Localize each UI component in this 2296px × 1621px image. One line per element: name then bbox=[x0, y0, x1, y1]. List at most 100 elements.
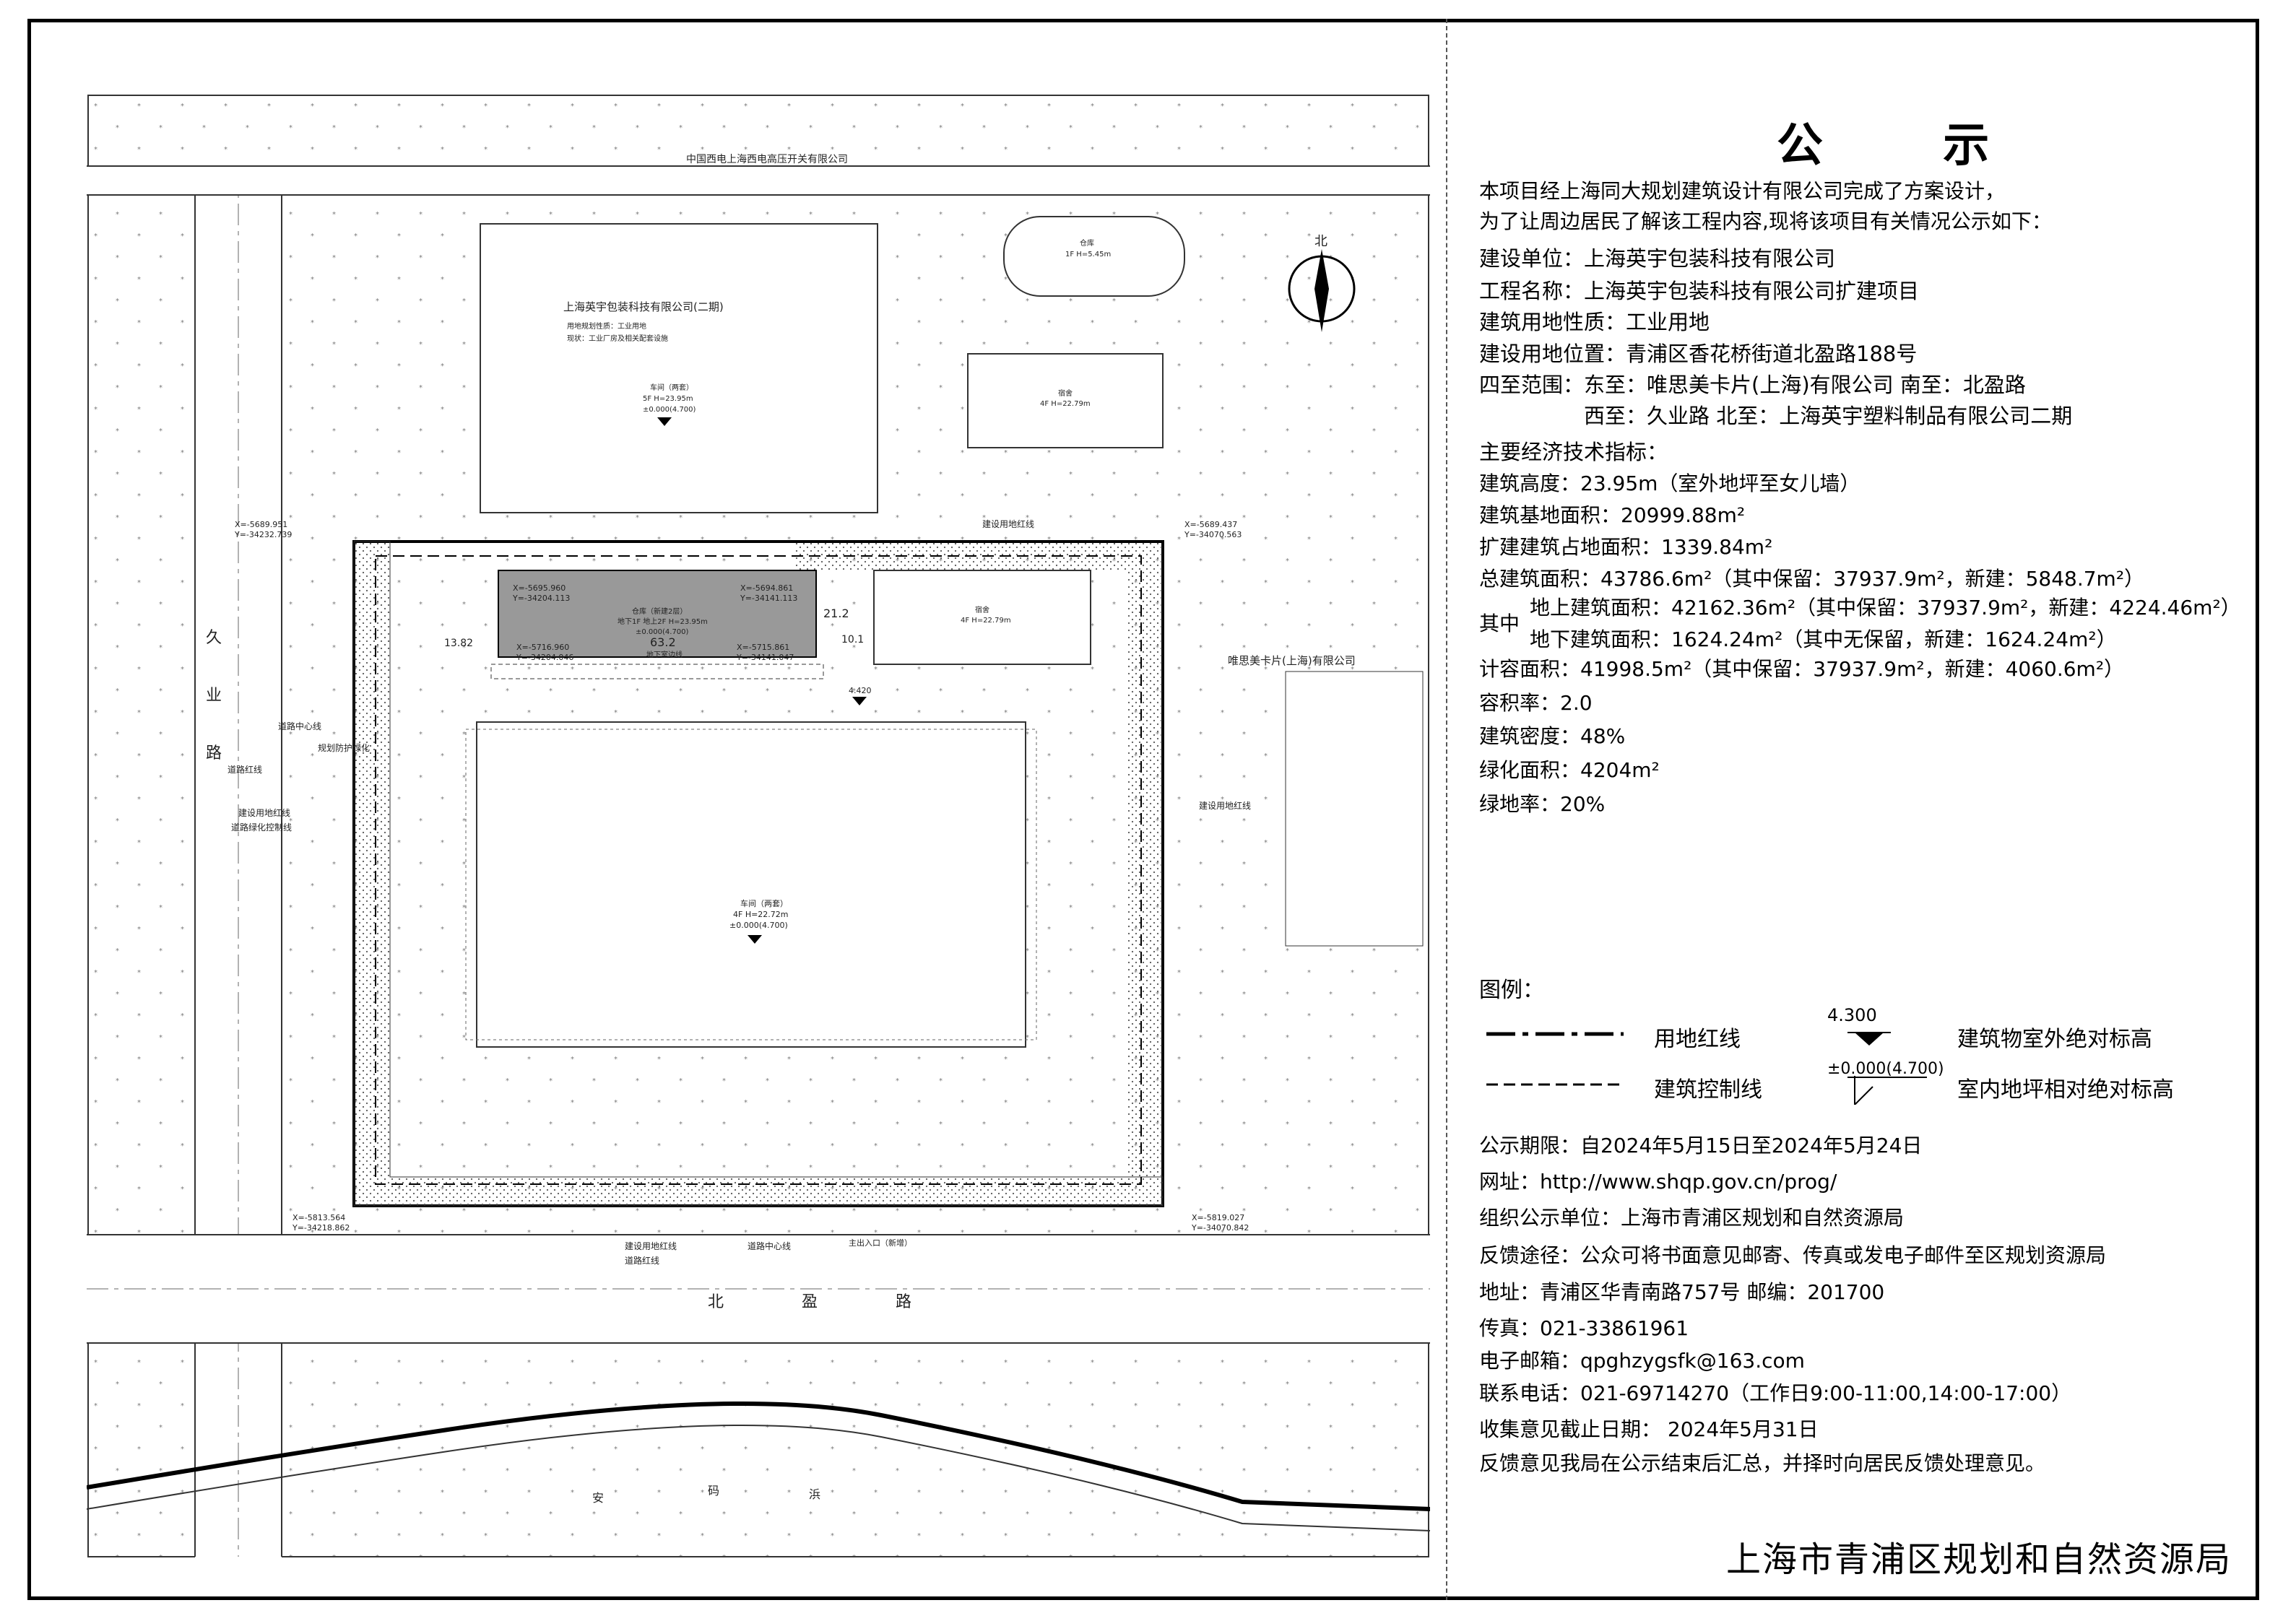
dorm-north bbox=[967, 353, 1164, 448]
land-use: 建筑用地性质：工业用地 bbox=[1479, 310, 1710, 334]
svg-text:车间（两套）: 车间（两套） bbox=[650, 383, 693, 392]
land-location: 建设用地位置：青浦区香花桥街道北盈路188号 bbox=[1479, 342, 1918, 366]
site-plan: * * 上海英宇包装科技有限公司(二期) 用地规划性质：工业用地 现状：工业厂房… bbox=[86, 94, 1431, 1560]
legend-elev-label: 建筑物室外绝对标高 bbox=[1957, 1027, 2152, 1052]
svg-text:Y=-34070.563: Y=-34070.563 bbox=[1184, 530, 1242, 539]
svg-text:现状：工业厂房及相关配套设施: 现状：工业厂房及相关配套设施 bbox=[567, 334, 668, 343]
svg-text:地下1F 地上2F H=23.95m: 地下1F 地上2F H=23.95m bbox=[618, 617, 708, 626]
sheet-divider bbox=[1446, 19, 1449, 1600]
warehouse-north bbox=[1003, 216, 1185, 297]
new-warehouse bbox=[498, 570, 817, 658]
svg-text:4F H=22.72m: 4F H=22.72m bbox=[733, 910, 789, 919]
sheet-border bbox=[27, 19, 2259, 1600]
building-density: 建筑密度：48% bbox=[1479, 724, 1626, 748]
bounds-line-1: 四至范围：东至：唯思美卡片(上海)有限公司 南至：北盈路 bbox=[1479, 373, 2026, 397]
fax: 传真：021-33861961 bbox=[1479, 1316, 1689, 1340]
svg-text:5F H=23.95m: 5F H=23.95m bbox=[643, 395, 693, 403]
website[interactable]: 网址：http://www.shqp.gov.cn/prog/ bbox=[1479, 1170, 1837, 1194]
svg-text:4F H=22.79m: 4F H=22.79m bbox=[961, 617, 1011, 625]
svg-text:用地规划性质：工业用地: 用地规划性质：工业用地 bbox=[567, 321, 646, 331]
svg-text:建设用地红线: 建设用地红线 bbox=[625, 1240, 677, 1251]
svg-text:宿舍: 宿舍 bbox=[975, 605, 989, 614]
indicators-title: 主要经济技术指标： bbox=[1479, 440, 1668, 464]
svg-text:Y=-34232.739: Y=-34232.739 bbox=[234, 530, 292, 539]
svg-text:北: 北 bbox=[708, 1293, 724, 1311]
notice-period: 公示期限：自2024年5月15日至2024年5月24日 bbox=[1479, 1134, 1923, 1157]
svg-text:浜: 浜 bbox=[809, 1487, 820, 1501]
svg-text:建设用地红线: 建设用地红线 bbox=[982, 518, 1034, 529]
feedback-method: 反馈途径：公众可将书面意见邮寄、传真或发电子邮件至区规划资源局 bbox=[1479, 1243, 2107, 1267]
svg-text:建设用地红线: 建设用地红线 bbox=[238, 807, 290, 818]
among-label: 其中 bbox=[1479, 612, 1520, 635]
svg-text:道路红线: 道路红线 bbox=[228, 764, 262, 775]
legend-indoor-value: ±0.000(4.700) bbox=[1827, 1060, 1944, 1078]
organizer: 组织公示单位：上海市青浦区规划和自然资源局 bbox=[1479, 1206, 1905, 1230]
svg-text:仓库: 仓库 bbox=[1080, 238, 1094, 248]
svg-text:±0.000(4.700): ±0.000(4.700) bbox=[643, 406, 696, 414]
svg-text:Y=-34141.047: Y=-34141.047 bbox=[736, 653, 794, 662]
site-plan-drawing: * * 上海英宇包装科技有限公司(二期) 用地规划性质：工业用地 现状：工业厂房… bbox=[86, 95, 1431, 1560]
svg-text:4F H=22.79m: 4F H=22.79m bbox=[1040, 400, 1091, 408]
main-workshop bbox=[476, 721, 1026, 1048]
svg-text:道路中心线: 道路中心线 bbox=[748, 1240, 791, 1251]
green-rate: 绿地率：20% bbox=[1479, 792, 1606, 816]
svg-text:Y=-34204.113: Y=-34204.113 bbox=[512, 594, 570, 603]
site-control-line bbox=[375, 555, 1142, 1185]
email[interactable]: 电子邮箱：qpghzygsfk@163.com bbox=[1479, 1349, 1805, 1373]
above-ground-area: 地上建筑面积：42162.36m²（其中保留：37937.9m²，新建：4224… bbox=[1530, 596, 2241, 620]
svg-text:宿舍: 宿舍 bbox=[1058, 388, 1073, 398]
svg-text:道路绿化控制线: 道路绿化控制线 bbox=[231, 822, 292, 833]
svg-text:10.1: 10.1 bbox=[841, 634, 864, 646]
svg-text:Y=-34218.862: Y=-34218.862 bbox=[292, 1223, 350, 1233]
svg-text:建设用地红线: 建设用地红线 bbox=[1199, 800, 1251, 811]
svg-text:仓库（新建2层）: 仓库（新建2层） bbox=[632, 607, 687, 616]
svg-text:Y=-34141.113: Y=-34141.113 bbox=[740, 594, 797, 603]
total-area: 总建筑面积：43786.6m²（其中保留：37937.9m²，新建：5848.7… bbox=[1479, 567, 2145, 591]
svg-text:业: 业 bbox=[206, 687, 222, 705]
svg-text:1F H=5.45m: 1F H=5.45m bbox=[1065, 251, 1111, 258]
svg-text:码: 码 bbox=[708, 1484, 719, 1498]
svg-text:中国西电上海西电高压开关有限公司: 中国西电上海西电高压开关有限公司 bbox=[686, 153, 848, 165]
svg-text:X=-5689.437: X=-5689.437 bbox=[1184, 520, 1237, 529]
capacity-area: 计容面积：41998.5m²（其中保留：37937.9m²，新建：4060.6m… bbox=[1479, 657, 2125, 681]
address: 地址：青浦区华青南路757号 邮编：201700 bbox=[1479, 1280, 1885, 1304]
notice-title: 公 示 bbox=[1777, 119, 2042, 173]
svg-text:X=-5715.861: X=-5715.861 bbox=[737, 643, 789, 652]
svg-text:盈: 盈 bbox=[802, 1293, 818, 1311]
svg-text:规划防护绿化: 规划防护绿化 bbox=[318, 742, 370, 753]
svg-text:±0.000(4.700): ±0.000(4.700) bbox=[729, 921, 788, 930]
phone: 联系电话：021-69714270（工作日9:00-11:00,14:00-17… bbox=[1479, 1381, 2072, 1405]
svg-text:X=-5694.861: X=-5694.861 bbox=[740, 583, 793, 593]
plant2-building bbox=[480, 223, 878, 513]
base-area: 建筑基地面积：20999.88m² bbox=[1479, 503, 1746, 527]
legend-elev-icon bbox=[1855, 1033, 1884, 1046]
svg-text:北: 北 bbox=[1314, 234, 1327, 249]
svg-text:道路中心线: 道路中心线 bbox=[278, 721, 321, 731]
svg-text:Y=-34070.842: Y=-34070.842 bbox=[1191, 1223, 1249, 1233]
svg-text:21.2: 21.2 bbox=[823, 607, 849, 620]
floor-area-ratio: 容积率：2.0 bbox=[1479, 691, 1593, 715]
legend-graphics bbox=[1486, 1032, 1927, 1105]
legend-indoor-label: 室内地坪相对绝对标高 bbox=[1957, 1077, 2174, 1103]
svg-text:X=-5819.027: X=-5819.027 bbox=[1192, 1213, 1244, 1222]
svg-text:路: 路 bbox=[896, 1293, 911, 1311]
legend-control-label: 建筑控制线 bbox=[1654, 1077, 1762, 1103]
svg-text:久: 久 bbox=[206, 629, 222, 647]
svg-text:4.420: 4.420 bbox=[849, 686, 872, 695]
svg-text:X=-5689.951: X=-5689.951 bbox=[235, 520, 287, 529]
svg-text:Y=-34204.046: Y=-34204.046 bbox=[516, 653, 573, 662]
bounds-line-2: 西至：久业路 北至：上海英宇塑料制品有限公司二期 bbox=[1584, 404, 2073, 428]
deadline: 收集意见截止日期： 2024年5月31日 bbox=[1479, 1417, 1819, 1441]
svg-text:X=-5695.960: X=-5695.960 bbox=[513, 583, 566, 593]
intro-line-1: 本项目经上海同大规划建筑设计有限公司完成了方案设计， bbox=[1479, 179, 2006, 203]
svg-text:车间（两套）: 车间（两套） bbox=[740, 898, 788, 908]
svg-text:道路红线: 道路红线 bbox=[625, 1255, 659, 1266]
svg-text:路: 路 bbox=[206, 744, 222, 762]
svg-text:主出入口（新增）: 主出入口（新增） bbox=[849, 1238, 912, 1248]
river-bank bbox=[86, 1401, 1431, 1511]
legend-redline-label: 用地红线 bbox=[1654, 1027, 1741, 1052]
svg-text:X=-5813.564: X=-5813.564 bbox=[293, 1213, 345, 1222]
extension-area: 扩建建筑占地面积：1339.84m² bbox=[1479, 535, 1773, 559]
project-name: 工程名称：上海英宇包装科技有限公司扩建项目 bbox=[1479, 279, 1920, 303]
building-height: 建筑高度：23.95m（室外地坪至女儿墙） bbox=[1479, 471, 1860, 495]
